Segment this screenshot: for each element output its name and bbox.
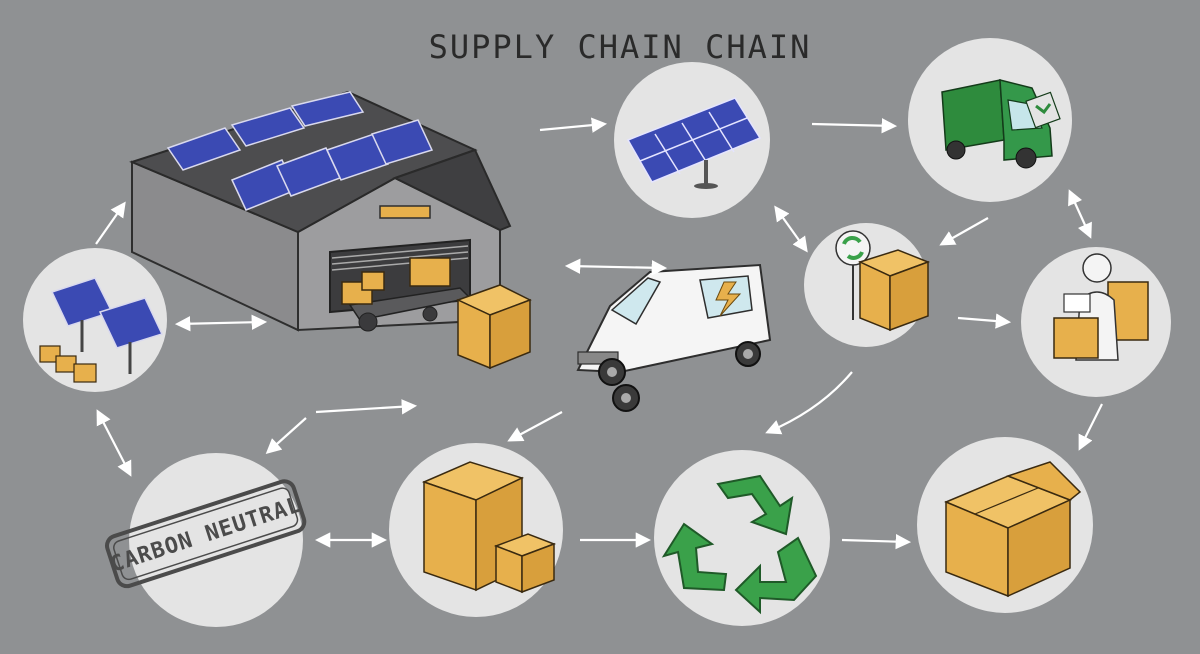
arrow-solar-ecobox bbox=[774, 205, 808, 253]
solar-panel-icon bbox=[626, 97, 762, 189]
arrow-to-carbon bbox=[265, 417, 307, 455]
arrow-truck-worker bbox=[1068, 189, 1092, 239]
open-box-icon bbox=[944, 461, 1082, 598]
arrow-panels-warehouse bbox=[174, 314, 268, 332]
arrow-worker-to-openbox bbox=[1078, 403, 1103, 451]
arrow-warehouse-van bbox=[564, 258, 668, 276]
arrow-to-van bbox=[315, 399, 418, 415]
solar-warehouse-icon bbox=[129, 90, 532, 370]
solar-panels-with-boxes-icon bbox=[39, 277, 164, 383]
arrow-panels-to-warehouse bbox=[95, 201, 126, 245]
green-electric-truck-icon bbox=[941, 79, 1061, 169]
arrow-truck-to-ecobox bbox=[939, 217, 989, 246]
stacked-boxes-icon bbox=[421, 461, 557, 594]
arrow-ecobox-to-worker bbox=[957, 313, 1012, 329]
diagram-title: SUPPLY CHAIN CHAIN bbox=[428, 28, 812, 66]
arrow-warehouse-to-solar bbox=[539, 117, 608, 133]
eco-labelled-box-icon bbox=[835, 230, 931, 332]
circle-carbon-neutral bbox=[129, 453, 303, 627]
arrow-ecobox-to-recycle bbox=[765, 371, 853, 435]
worker-checking-boxes-icon bbox=[1053, 253, 1149, 361]
arrow-van-to-boxes bbox=[507, 411, 563, 442]
arrow-panels-carbon bbox=[96, 409, 132, 477]
arrow-recycle-to-openbox bbox=[841, 533, 912, 550]
recycle-symbol-icon bbox=[661, 474, 818, 615]
arrow-solar-to-truck bbox=[811, 118, 898, 134]
electric-van-icon bbox=[576, 263, 772, 412]
flow-arrows bbox=[95, 117, 1103, 550]
